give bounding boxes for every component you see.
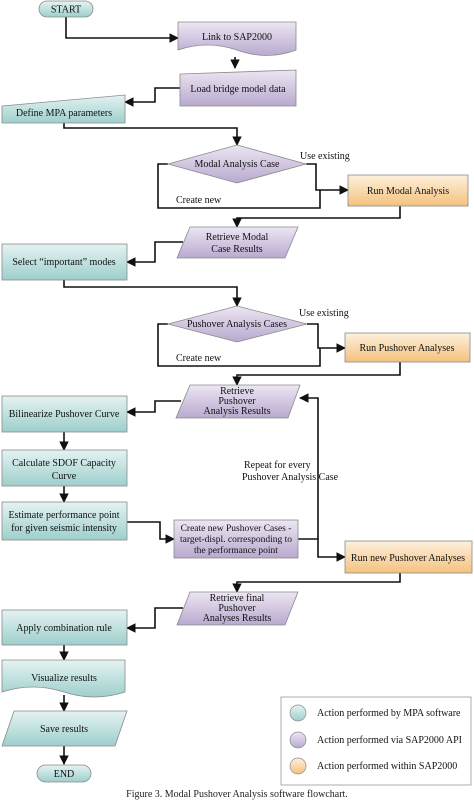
end-label: END <box>54 769 75 780</box>
legend-label-within: Action performed within SAP2000 <box>317 761 457 772</box>
legend-swatch-mpa <box>289 704 307 722</box>
run-new-node: Run new Pushover Analyses <box>344 540 473 574</box>
bilinearize-node: Bilinearize Pushover Curve <box>1 395 128 433</box>
edge-perf-create <box>127 521 175 544</box>
create-new-cases-node: Create new Pushover Cases - target-displ… <box>173 519 299 559</box>
legend: Action performed by MPA software Action … <box>280 696 472 786</box>
combination-node: Apply combination rule <box>1 609 128 646</box>
performance-label-1: Estimate performance point <box>8 510 119 521</box>
edge-runpush-retrieve <box>232 362 401 386</box>
legend-item-mpa: Action performed by MPA software <box>289 704 461 722</box>
retrieve-final-label-1: Retrieve final <box>210 593 265 604</box>
edge-load-define <box>124 87 180 107</box>
save-node: Save results <box>1 710 128 747</box>
legend-item-api: Action performed via SAP2000 API <box>289 731 462 749</box>
end-node: END <box>36 764 92 783</box>
edge-create-runnew <box>298 538 346 562</box>
select-modes-node: Select “important” modes <box>1 243 128 281</box>
retrieve-pushover-label-2: Pushover <box>218 396 256 407</box>
repeat-label-1: Repeat for every <box>244 460 311 471</box>
retrieve-pushover-label-3: Analysis Results <box>204 406 271 417</box>
retrieve-final-node: Retrieve final Pushover Analyses Results <box>176 591 299 626</box>
edge-retrieve-bilinear <box>126 400 181 417</box>
create-new-label-2: target-displ. corresponding to <box>180 535 292 545</box>
edge-pushover-usexisting <box>307 323 346 353</box>
edge-runnew-final <box>232 573 401 593</box>
start-node: START <box>38 0 94 18</box>
legend-label-api: Action performed via SAP2000 API <box>317 735 462 746</box>
run-new-label: Run new Pushover Analyses <box>351 553 465 564</box>
run-pushover-label: Run Pushover Analyses <box>360 343 455 354</box>
sdof-label-2: Curve <box>52 471 77 482</box>
define-node: Define MPA parameters <box>1 94 126 124</box>
sdof-label-1: Calculate SDOF Capacity <box>12 458 116 469</box>
legend-swatch-api <box>289 731 307 749</box>
performance-node: Estimate performance point for given sei… <box>1 501 128 541</box>
create-new-label-3: the performance point <box>194 545 278 556</box>
edge-final-combination <box>126 607 183 633</box>
use-existing-label-2: Use existing <box>299 308 349 319</box>
run-modal-label: Run Modal Analysis <box>367 186 449 197</box>
retrieve-modal-label-2: Case Results <box>211 244 262 255</box>
legend-label-mpa: Action performed by MPA software <box>317 708 461 719</box>
create-new-label-a: Create new <box>176 195 222 206</box>
pushover-cases-label: Pushover Analysis Cases <box>187 319 287 330</box>
retrieve-final-label-2: Pushover <box>218 603 256 614</box>
retrieve-modal-label-1: Retrieve Modal <box>206 232 269 243</box>
retrieve-modal-node: Retrieve Modal Case Results <box>176 226 299 259</box>
run-modal-node: Run Modal Analysis <box>347 174 469 207</box>
retrieve-final-label-3: Analyses Results <box>203 613 272 624</box>
visualize-node: Visualize results <box>1 659 126 698</box>
modal-case-decision: Modal Analysis Case <box>166 144 308 184</box>
define-label: Define MPA parameters <box>16 108 112 119</box>
link-label: Link to SAP2000 <box>202 32 272 43</box>
load-label: Load bridge model data <box>190 84 286 95</box>
performance-label-2: for given seismic intensity <box>11 523 117 534</box>
pushover-cases-decision: Pushover Analysis Cases <box>166 305 308 343</box>
create-new-label-1: Create new Pushover Cases - <box>181 524 292 534</box>
start-label: START <box>51 5 81 16</box>
run-pushover-node: Run Pushover Analyses <box>344 332 471 363</box>
figure-caption: Figure 3. Modal Pushover Analysis softwa… <box>126 789 348 800</box>
save-label: Save results <box>40 724 88 735</box>
use-existing-label-1: Use existing <box>300 151 350 162</box>
edge-start-link <box>65 16 179 43</box>
link-node: Link to SAP2000 <box>177 21 297 56</box>
retrieve-pushover-label-1: Retrieve <box>220 386 254 397</box>
select-modes-label: Select “important” modes <box>12 257 115 268</box>
legend-swatch-within <box>289 757 307 775</box>
edge-define-modal <box>63 123 242 146</box>
edge-modal-createnew <box>157 163 321 209</box>
legend-frame <box>280 696 472 786</box>
edge-labels: Use existing Create new Use existing Cre… <box>176 151 350 483</box>
edge-retrieve-select <box>126 241 183 267</box>
modal-case-label: Modal Analysis Case <box>195 159 281 170</box>
edge-select-pushover <box>63 280 242 307</box>
legend-item-within: Action performed within SAP2000 <box>289 757 457 775</box>
combination-label: Apply combination rule <box>16 623 112 634</box>
edge-runmodal-retrieve <box>232 206 401 228</box>
create-new-label-b: Create new <box>176 353 222 364</box>
visualize-label: Visualize results <box>31 673 97 684</box>
retrieve-pushover-node: Retrieve Pushover Analysis Results <box>175 384 301 419</box>
bilinearize-label: Bilinearize Pushover Curve <box>9 409 120 420</box>
sdof-node: Calculate SDOF Capacity Curve <box>1 449 128 487</box>
edge-modal-usexisting <box>306 163 349 195</box>
repeat-label-2: Pushover Analysis Case <box>242 472 339 483</box>
load-node: Load bridge model data <box>179 69 297 107</box>
edge-pushover-createnew <box>157 323 321 367</box>
edge-repeat-loop <box>299 393 319 539</box>
edges <box>59 16 401 765</box>
